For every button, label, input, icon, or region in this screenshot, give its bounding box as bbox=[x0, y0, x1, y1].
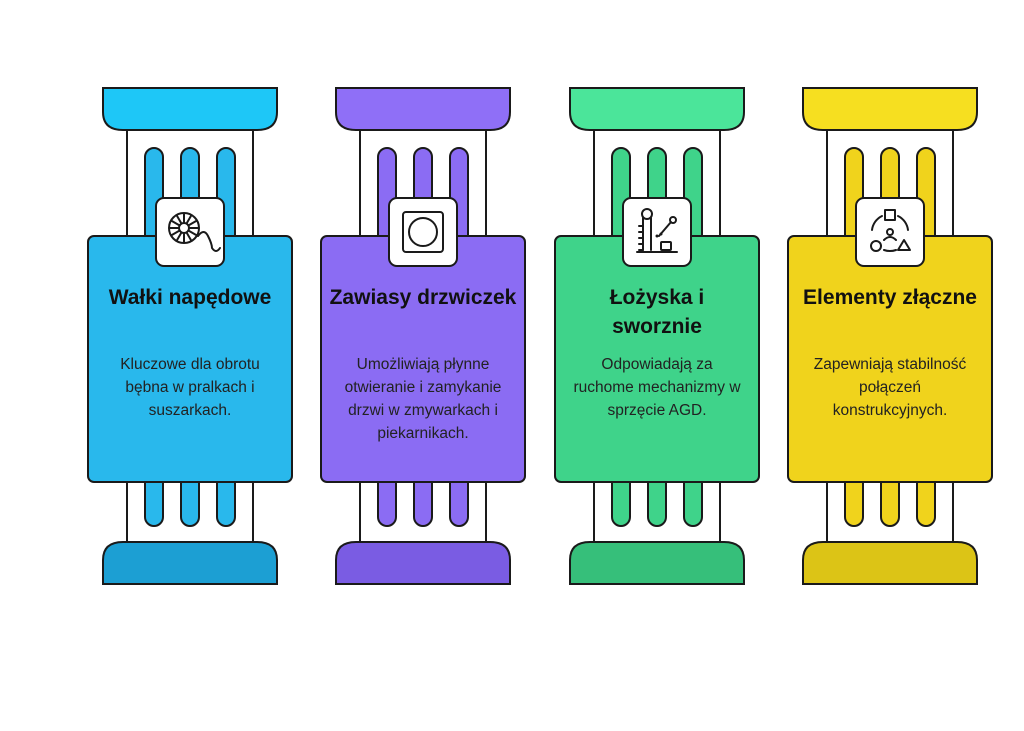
column-base bbox=[802, 541, 978, 585]
mechanism-icon bbox=[636, 208, 678, 253]
pillar-title-fasteners: Elementy złączne bbox=[803, 286, 977, 309]
pillar-bearings-pins bbox=[554, 87, 760, 585]
column-capital bbox=[802, 87, 978, 131]
pillar-description-door-hinges: Umożliwiają płynne otwieranie i zamykani… bbox=[344, 356, 502, 442]
column-capital bbox=[569, 87, 745, 131]
icon-tile bbox=[622, 197, 692, 267]
pillar-description-fasteners: Zapewniają stabilność połączeń konstrukc… bbox=[813, 356, 967, 419]
icon-tile bbox=[855, 197, 925, 267]
column-capital bbox=[102, 87, 278, 131]
column-capital bbox=[335, 87, 511, 131]
pillar-fasteners bbox=[787, 87, 993, 585]
pillar-title-door-hinges: Zawiasy drzwiczek bbox=[329, 286, 517, 309]
column-base bbox=[335, 541, 511, 585]
column-base bbox=[102, 541, 278, 585]
connection-shapes-icon bbox=[870, 209, 911, 253]
pillar-door-hinges bbox=[320, 87, 526, 585]
pillar-description-bearings-pins: Odpowiadają za ruchome mechanizmy w sprz… bbox=[573, 356, 741, 419]
icon-tile bbox=[388, 197, 458, 267]
pillar-title-bearings-pins: Łożyska i sworznie bbox=[609, 286, 705, 338]
drum-icon bbox=[168, 212, 221, 252]
pillar-description-drive-shafts: Kluczowe dla obrotu bębna w pralkach i s… bbox=[120, 356, 260, 419]
pillar-drive-shafts bbox=[87, 87, 293, 585]
pillar-title-drive-shafts: Wałki napędowe bbox=[108, 286, 272, 309]
oven-door-icon bbox=[402, 211, 444, 253]
column-base bbox=[569, 541, 745, 585]
